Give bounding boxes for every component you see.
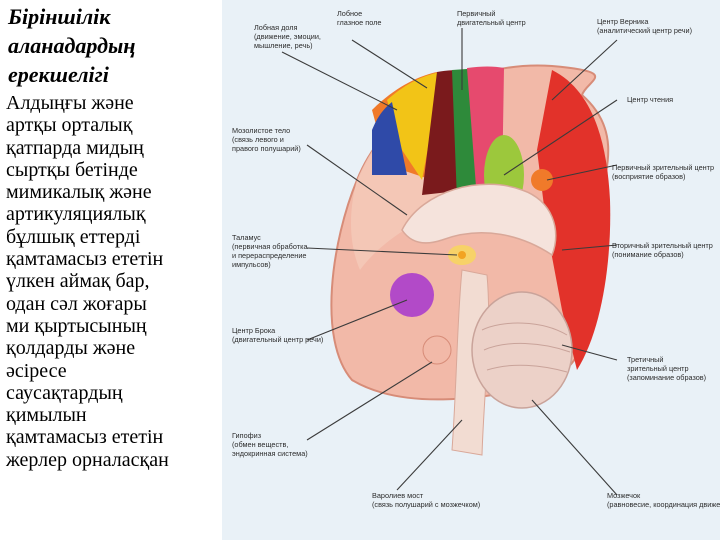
red-zone (537, 70, 611, 370)
purple-zone (390, 273, 434, 317)
label-wernicke: Центр Верника(аналитический центр речи) (597, 17, 692, 35)
label-primary-visual: Первичный зрительный центр(восприятие об… (612, 163, 714, 181)
label-pons: Варолиев мост(связь полушарий с мозжечко… (372, 491, 480, 509)
label-cerebellum: Мозжечок(равновесие, координация движени… (607, 491, 720, 509)
cerebellum (471, 291, 573, 409)
corpus-callosum (401, 183, 557, 257)
slide-title: Біріншілік аланадардың ерекшелігі (8, 4, 136, 87)
label-broca: Центр Брока(двигательный центр речи) (232, 326, 323, 344)
text-column: Біріншілік аланадардың ерекшелігі Алдыңғ… (0, 0, 216, 540)
label-frontal-lobe: Лобная доля(движение, эмоции,мышление, р… (254, 23, 321, 50)
slide-body-text: Алдыңғы және артқы орталық қатпарда миды… (6, 92, 169, 471)
brain-diagram: Лобная доля(движение, эмоции,мышление, р… (222, 0, 720, 540)
label-secondary-visual: Вторичный зрительный центр(понимание обр… (612, 241, 713, 259)
yellow-zone (387, 72, 442, 180)
pituitary (422, 335, 452, 365)
thalamus-core (458, 251, 466, 259)
arrows (281, 28, 618, 496)
label-reading: Центр чтения (627, 95, 673, 104)
orange-spot (531, 169, 553, 191)
brain-diagram-svg: Лобная доля(движение, эмоции,мышление, р… (232, 9, 720, 509)
blue-zone (372, 102, 407, 175)
label-pituitary: Гипофиз(обмен веществ,эндокринная систем… (232, 431, 308, 458)
